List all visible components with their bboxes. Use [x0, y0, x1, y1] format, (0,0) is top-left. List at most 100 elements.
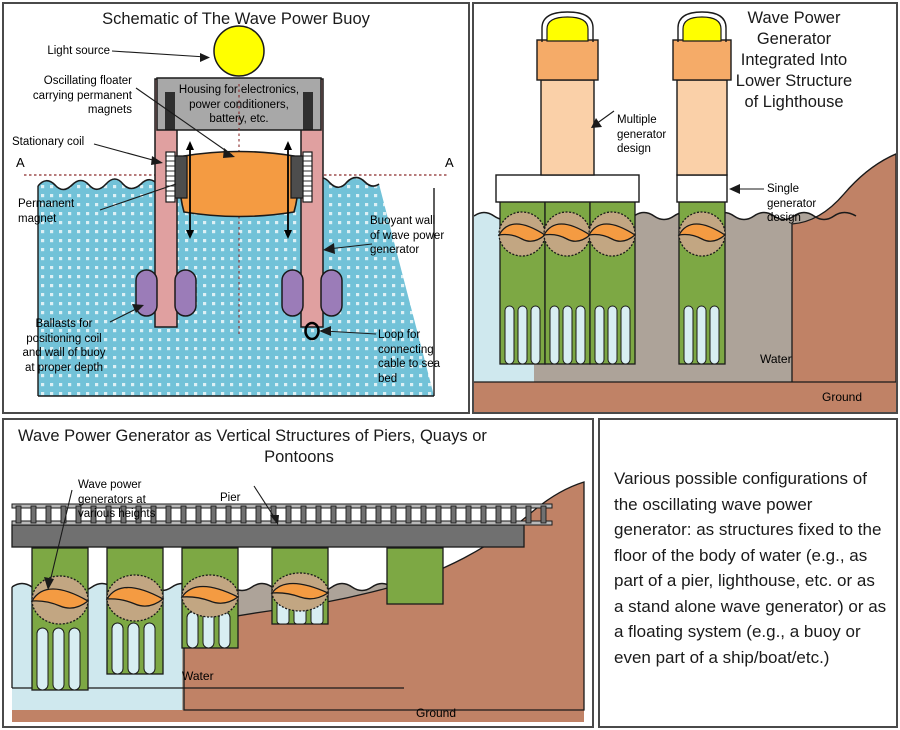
label-oscillating-floater-line2: carrying permanent	[32, 89, 132, 102]
panel-lighthouse-title: Wave Power Generator Integrated Into Low…	[696, 8, 892, 113]
label-ballasts-line4: at proper depth	[24, 361, 103, 374]
housing-bracket-left	[165, 92, 175, 130]
pier-generator-4	[270, 547, 330, 625]
label-pier-generators-line1: Wave power	[78, 479, 142, 491]
pedestal-single	[676, 174, 728, 203]
label-lighthouse-ground: Ground	[822, 390, 863, 404]
label-ballasts-line2: positioning coil	[26, 332, 102, 345]
label-buoyant-wall-line2: of wave power	[370, 229, 445, 242]
lamp-multiple	[546, 16, 589, 42]
lighthouse-title-line5: of Lighthouse	[744, 93, 844, 111]
pier-deck	[11, 524, 525, 548]
label-single-generator-line2: generator	[767, 197, 817, 210]
label-light-source: Light source	[47, 45, 110, 57]
label-loop-line3: cable to sea	[378, 358, 441, 370]
cable-loop	[304, 321, 320, 341]
generator-slots-single	[683, 305, 720, 365]
buoy-leader-lines	[93, 50, 377, 336]
label-pier-generators-line2: generators at	[78, 493, 146, 506]
label-ballasts-line3: and wall of buoy	[22, 347, 106, 359]
label-multiple-generator-line2: generator	[617, 128, 667, 141]
pier-title-line2: Pontoons	[264, 448, 334, 466]
lighthouse-title-line1: Wave Power	[747, 9, 841, 27]
lighthouse-title-line4: Lower Structure	[735, 72, 853, 90]
pier-railing	[11, 503, 553, 526]
label-permanent-magnet: Permanent magnet	[18, 197, 108, 226]
panel-buoy-title: Schematic of The Wave Power Buoy	[102, 10, 370, 28]
caption-text: Various possible configurations of the o…	[614, 469, 887, 667]
pier-diagram	[11, 481, 585, 722]
ballast-2	[174, 269, 197, 317]
floats-multiple	[497, 211, 637, 257]
label-permanent-magnet-line1: Permanent	[18, 198, 75, 210]
lamp-single	[682, 16, 722, 42]
pedestal-multiple	[495, 174, 640, 203]
housing-bracket-right	[303, 92, 313, 130]
stationary-coil-left	[165, 151, 176, 203]
label-multiple-generator-line3: design	[617, 143, 651, 155]
lighthouse-single-generator	[672, 11, 732, 365]
ballast-4	[320, 269, 343, 317]
label-oscillating-floater: Oscillating floater carrying permanent m…	[8, 74, 132, 118]
panel-pier-title: Wave Power Generator as Vertical Structu…	[12, 426, 586, 468]
label-pier-generators: Wave power generators at various heights	[78, 478, 182, 522]
label-pier: Pier	[220, 492, 241, 504]
panel-pier: Wave Power Generator as Vertical Structu…	[2, 418, 594, 728]
pier-generator-2	[105, 547, 165, 675]
tower-shaft-multiple	[540, 79, 595, 176]
panel-lighthouse: Wave Power Generator Integrated Into Low…	[472, 2, 898, 414]
label-loop: Loop for connecting cable to sea bed	[378, 328, 468, 386]
label-housing-line1: Housing for electronics,	[178, 84, 300, 96]
permanent-magnet-left	[173, 155, 188, 199]
label-buoyant-wall: Buoyant wall of wave power generator	[370, 214, 466, 258]
lighthouse-diagram	[474, 11, 896, 412]
label-single-generator-line3: design	[767, 212, 801, 224]
label-buoyant-wall-line3: generator	[370, 244, 420, 256]
pier-title-line1: Wave Power Generator as Vertical Structu…	[18, 427, 487, 445]
label-single-generator-line1: Single	[767, 183, 799, 195]
section-marker-right: A	[445, 155, 454, 170]
label-housing: Housing for electronics, power condition…	[159, 83, 319, 127]
stationary-coil-right	[302, 151, 313, 203]
ballast-3	[281, 269, 304, 317]
label-buoyant-wall-line1: Buoyant wall	[370, 215, 436, 227]
label-lighthouse-water: Water	[760, 352, 792, 366]
oscillating-floater	[179, 150, 299, 218]
label-single-generator: Single generator design	[767, 182, 847, 226]
tower-band-single	[672, 39, 732, 81]
label-ballasts: Ballasts for positioning coil and wall o…	[12, 317, 116, 375]
permanent-magnet-right	[290, 155, 305, 199]
light-source-lamp	[213, 25, 265, 77]
pier-generator-3	[180, 547, 240, 649]
panel-caption: Various possible configurations of the o…	[598, 418, 898, 728]
lamp-housing-single	[677, 11, 727, 42]
label-ballasts-line1: Ballasts for	[35, 318, 93, 330]
oscillation-arrows	[186, 141, 292, 239]
lighthouse-leader-lines	[591, 110, 764, 194]
lighthouse-multiple-generator	[495, 11, 640, 365]
pier-generator-5	[386, 547, 444, 605]
ground-band-front	[474, 382, 896, 412]
label-multiple-generator: Multiple generator design	[617, 113, 697, 157]
label-housing-line2: power conditioners,	[189, 98, 289, 111]
ground-hill-front	[791, 153, 896, 385]
label-permanent-magnet-line2: magnet	[18, 212, 57, 225]
label-pier-ground: Ground	[416, 706, 457, 720]
label-multiple-generator-line1: Multiple	[617, 114, 657, 126]
pier-generator-1	[30, 547, 90, 691]
pier-leader-lines	[44, 485, 279, 590]
lighthouse-title-line3: Integrated Into	[740, 51, 848, 69]
tower-shaft-single	[676, 79, 728, 176]
label-oscillating-floater-line3: magnets	[87, 104, 132, 116]
label-loop-line4: bed	[378, 372, 398, 385]
generator-slots-multiple	[504, 305, 631, 365]
float-single	[677, 223, 727, 242]
tower-band-multiple	[536, 39, 599, 81]
panel-buoy-schematic: Schematic of The Wave Power Buoy	[2, 2, 470, 414]
label-loop-line1: Loop for	[378, 329, 421, 341]
lighthouse-title-line2: Generator	[756, 30, 832, 48]
label-housing-line3: battery, etc.	[209, 113, 269, 125]
section-marker-left: A	[16, 155, 25, 170]
buoy-diagram	[24, 25, 448, 397]
